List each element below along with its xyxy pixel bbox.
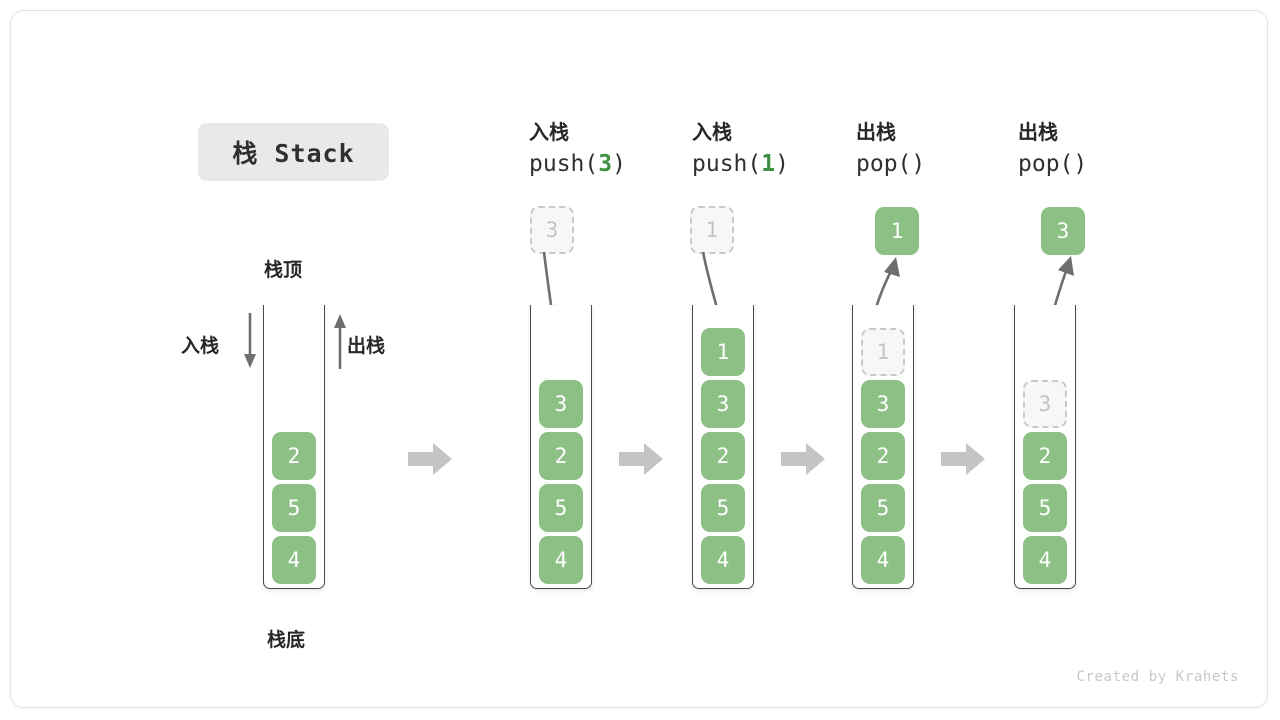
code-prefix: push(: [529, 151, 599, 177]
popped-element: 3: [1041, 207, 1085, 255]
diagram-stage: 栈 Stack 栈顶 栈底 入栈 出栈 4 5 2 入栈 push(: [11, 11, 1267, 707]
code-argument: 3: [598, 151, 613, 177]
column-operation-label: 入栈: [692, 120, 732, 144]
code-suffix: ): [1073, 151, 1088, 177]
stack-cell: 4: [1023, 536, 1067, 584]
column-operation-code: push(3): [529, 147, 699, 181]
code-suffix: ): [775, 151, 789, 177]
stack-cell: 4: [861, 536, 905, 584]
push-side-label: 入栈: [181, 335, 220, 357]
stack-cell: 2: [861, 432, 905, 480]
stack-cells-initial: 4 5 2: [264, 432, 324, 584]
pop-side-label: 出栈: [347, 335, 386, 357]
stack-cell: 2: [1023, 432, 1067, 480]
stack-cells-pop-1: 4 5 2 3 1: [853, 328, 913, 584]
incoming-element-ghost: 1: [690, 206, 734, 254]
stack-cells-pop-3: 4 5 2 3: [1015, 380, 1075, 584]
code-suffix: ): [911, 151, 926, 177]
stack-cell: 5: [539, 484, 583, 532]
stack-vessel-initial: 4 5 2: [263, 305, 325, 589]
step-arrow-icon: [941, 443, 985, 475]
stack-cell: 5: [861, 484, 905, 532]
stack-bottom-label: 栈底: [267, 629, 306, 651]
diagram-card: 栈 Stack 栈顶 栈底 入栈 出栈 4 5 2 入栈 push(: [10, 10, 1268, 708]
column-operation-code: pop(): [1018, 147, 1188, 181]
stack-cells-push-1: 4 5 2 3 1: [693, 328, 753, 584]
column-operation-label: 出栈: [856, 120, 896, 144]
step-arrow-icon: [781, 443, 825, 475]
step-arrow-icon: [408, 443, 452, 475]
column-header-push-1: 入栈 push(1): [692, 117, 862, 181]
stack-vessel-push-3: 4 5 2 3: [530, 305, 592, 589]
page-title: 栈 Stack: [198, 123, 389, 181]
step-arrow-icon: [619, 443, 663, 475]
popped-element: 1: [875, 207, 919, 255]
stack-top-label: 栈顶: [264, 259, 303, 281]
column-operation-label: 出栈: [1018, 120, 1058, 144]
stack-vessel-pop-1: 4 5 2 3 1: [852, 305, 914, 589]
column-header-pop-3: 出栈 pop(): [1018, 117, 1188, 181]
outgoing-element-ghost: 1: [861, 328, 905, 376]
stack-cell: 1: [701, 328, 745, 376]
column-operation-code: pop(): [856, 147, 1026, 181]
credit-footer: Created by Krahets: [1076, 669, 1239, 685]
column-operation-code: push(1): [692, 147, 862, 181]
stack-vessel-push-1: 4 5 2 3 1: [692, 305, 754, 589]
column-header-push-3: 入栈 push(3): [529, 117, 699, 181]
code-prefix: push(: [692, 151, 762, 177]
column-header-pop-1: 出栈 pop(): [856, 117, 1026, 181]
code-suffix: ): [612, 151, 626, 177]
stack-cell: 2: [539, 432, 583, 480]
stack-cells-push-3: 4 5 2 3: [531, 380, 591, 584]
stack-cell: 3: [539, 380, 583, 428]
stack-cell: 4: [272, 536, 316, 584]
outgoing-element-ghost: 3: [1023, 380, 1067, 428]
pop-direction-arrow-icon: [334, 314, 346, 369]
stack-cell: 4: [701, 536, 745, 584]
stack-cell: 2: [701, 432, 745, 480]
stack-cell: 2: [272, 432, 316, 480]
incoming-element-ghost: 3: [530, 206, 574, 254]
stack-cell: 5: [701, 484, 745, 532]
code-prefix: pop(: [856, 151, 912, 177]
stack-cell: 5: [1023, 484, 1067, 532]
code-prefix: pop(: [1018, 151, 1074, 177]
code-argument: 1: [761, 151, 776, 177]
stack-cell: 4: [539, 536, 583, 584]
stack-cell: 3: [861, 380, 905, 428]
stack-cell: 3: [701, 380, 745, 428]
push-direction-arrow-icon: [244, 313, 256, 368]
stack-cell: 5: [272, 484, 316, 532]
stack-vessel-pop-3: 4 5 2 3: [1014, 305, 1076, 589]
column-operation-label: 入栈: [529, 120, 569, 144]
